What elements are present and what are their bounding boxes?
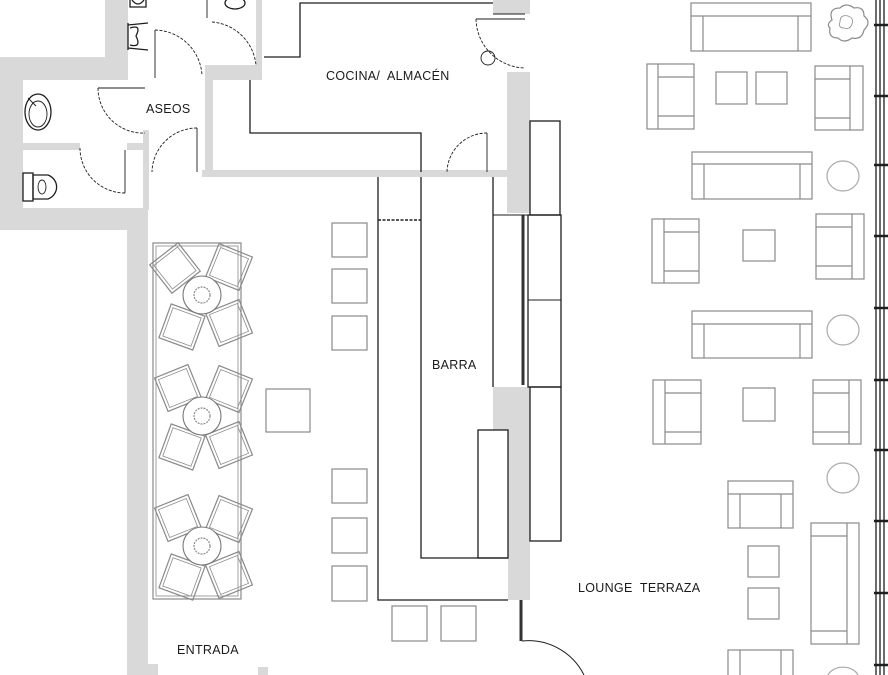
coffee-table	[747, 545, 780, 578]
urinal-icon	[127, 22, 149, 51]
sink-icon	[24, 93, 52, 131]
stool	[331, 517, 368, 554]
room-label-cocina: COCINA/ ALMACÉN	[326, 68, 450, 83]
walls	[0, 0, 530, 675]
stool	[331, 315, 368, 351]
round-table	[182, 275, 222, 315]
table-group	[153, 363, 254, 471]
stool	[440, 605, 477, 642]
coffee-table	[742, 387, 776, 422]
armchair	[815, 213, 865, 280]
room-label-entrada: ENTRADA	[177, 643, 239, 657]
side-table	[265, 388, 311, 433]
round-table	[182, 396, 222, 436]
sanitary-fixtures	[22, 0, 246, 202]
room-label-barra: BARRA	[432, 358, 477, 372]
armchair	[652, 379, 702, 445]
urinal-icon	[129, 0, 147, 8]
round-side-table	[826, 314, 860, 346]
coffee-table	[747, 587, 780, 620]
sofa	[691, 151, 813, 200]
dining-area	[149, 242, 254, 601]
room-label-aseos: ASEOS	[146, 102, 191, 116]
kitchen-column	[480, 50, 496, 66]
sofa	[690, 2, 812, 52]
stool	[331, 468, 368, 504]
doors[interactable]	[79, 18, 585, 675]
plant-icon	[827, 4, 869, 42]
round-side-table	[826, 462, 860, 494]
kitchen-counters	[206, 0, 525, 172]
armchair	[646, 63, 695, 130]
bar-counter	[377, 120, 562, 601]
table-group	[153, 493, 254, 601]
coffee-table	[742, 229, 776, 262]
lounge-furniture	[646, 2, 869, 675]
stool	[331, 222, 368, 258]
armchair	[814, 65, 864, 131]
table-group	[149, 242, 254, 351]
stool	[331, 268, 368, 304]
stool	[391, 605, 428, 642]
round-side-table	[826, 160, 860, 192]
sofa	[691, 310, 813, 359]
toilet-icon	[224, 0, 246, 10]
coffee-table	[755, 71, 788, 105]
armchair	[651, 218, 700, 284]
small-sofa	[727, 649, 794, 675]
terrace-railing	[874, 0, 888, 675]
coffee-table	[715, 71, 748, 105]
small-sofa	[727, 480, 794, 529]
armchair	[812, 379, 862, 445]
room-label-lounge: LOUNGE TERRAZA	[578, 581, 701, 595]
toilet-icon	[22, 172, 58, 202]
round-table	[182, 526, 222, 566]
sofa	[810, 522, 860, 645]
stool	[331, 565, 368, 602]
bar-stools	[265, 222, 477, 642]
